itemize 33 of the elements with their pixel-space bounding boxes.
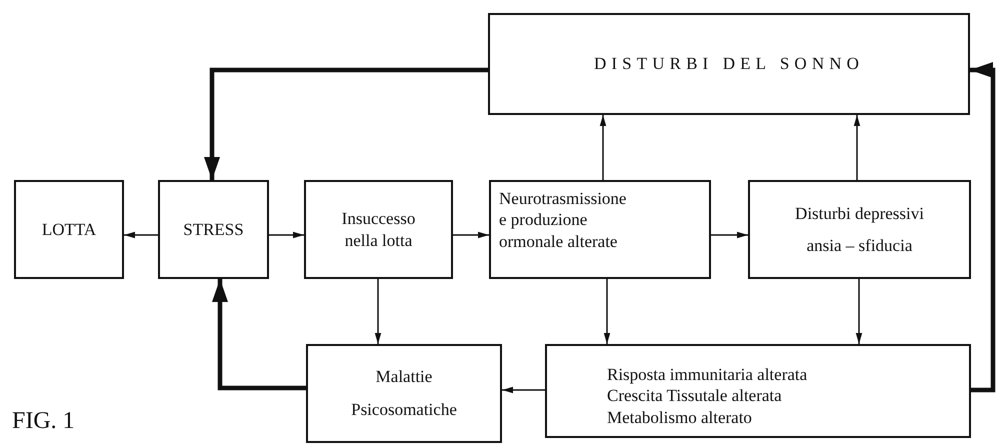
- arrow: [970, 62, 996, 392]
- box-text: Malattie Psicosomatiche: [350, 366, 458, 420]
- arrow: [124, 232, 158, 238]
- arrow: [854, 115, 860, 180]
- box-text: ansia – sfiducia: [806, 234, 912, 256]
- process-box: [306, 344, 502, 443]
- process-box: [304, 180, 453, 279]
- arrow: [204, 68, 488, 180]
- arrow: [374, 279, 382, 344]
- figure-label: FIG. 1: [12, 408, 75, 435]
- box-text: Crescita Tissutale alterata: [607, 385, 783, 406]
- box-text: Neurotrasmissione e produzione ormonale alterate: [499, 188, 628, 252]
- process-box: [489, 180, 711, 279]
- process-box: [14, 180, 124, 279]
- arrow: [856, 279, 862, 344]
- box-text: Disturbi depressivi: [795, 203, 924, 224]
- arrow: [212, 279, 306, 390]
- box-text: Metabolismo alterato: [607, 406, 753, 428]
- process-box: [545, 344, 971, 438]
- process-box: [488, 13, 970, 115]
- box-text: STRESS: [183, 218, 244, 240]
- arrow: [604, 279, 610, 344]
- process-box: [748, 180, 971, 279]
- box-text: DISTURBI DEL SONNO: [594, 53, 864, 75]
- arrow: [453, 232, 489, 238]
- process-box: [158, 180, 269, 279]
- box-text: Insuccesso nella lotta: [342, 208, 416, 251]
- arrow: [711, 232, 748, 238]
- arrow: [502, 386, 545, 394]
- box-text: Risposta immunitaria alterata: [607, 364, 808, 386]
- box-text: LOTTA: [42, 218, 96, 240]
- arrow: [600, 115, 606, 180]
- arrow: [269, 232, 304, 238]
